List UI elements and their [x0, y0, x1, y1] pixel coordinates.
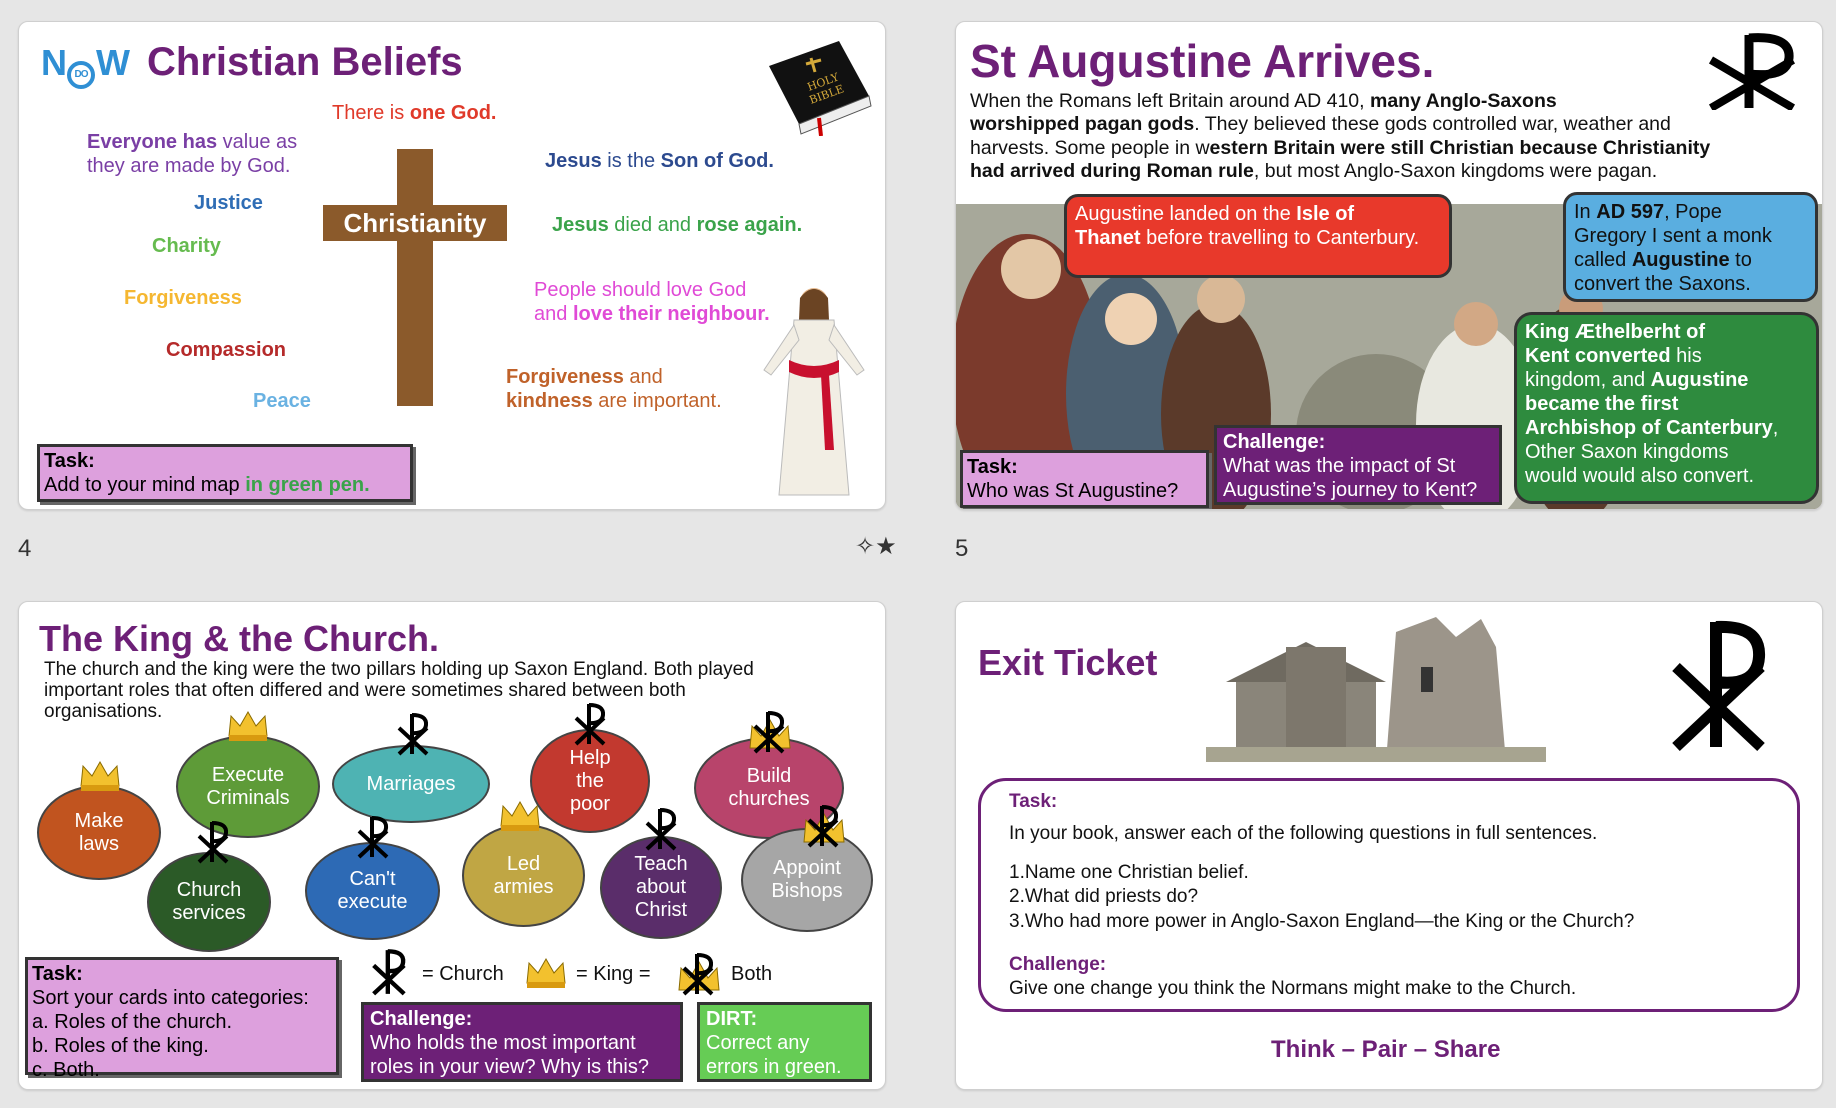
castle-image [1206, 607, 1546, 762]
slide-title: Exit Ticket [978, 642, 1158, 683]
intro-paragraph: The church and the king were the two pil… [44, 659, 754, 722]
task-intro: In your book, answer each of the followi… [1009, 823, 1598, 844]
one-god-text: There is one God. [332, 102, 497, 124]
question-3: 3.Who had more power in Anglo-Saxon Engl… [1009, 911, 1635, 932]
task-panel: Task: In your book, answer each of the f… [978, 778, 1800, 1012]
slide-thumbnail-5[interactable]: St Augustine Arrives. When the Romans le… [955, 21, 1823, 510]
slide-title: The King & the Church. [39, 618, 439, 659]
legend-king-label: = King = [576, 963, 651, 985]
value-peace: Peace [253, 390, 311, 412]
card-led-armies[interactable]: Led armies [462, 824, 585, 927]
crown-icon [227, 710, 269, 747]
card-execute-criminals[interactable]: Execute Criminals [176, 735, 320, 838]
chi-rho-icon [357, 815, 391, 864]
value-compassion: Compassion [166, 339, 287, 361]
crown-icon [499, 800, 541, 837]
question-2: 2.What did priests do? [1009, 886, 1199, 907]
jesus-figure-icon [759, 280, 869, 505]
chi-rho-icon [1701, 30, 1811, 112]
legend-both-label: Both [731, 963, 773, 985]
star-icon[interactable]: ✧★ [855, 533, 897, 560]
slide-number-4: 4 [18, 535, 32, 562]
card-church-services[interactable]: Church services [147, 852, 271, 952]
card-marriages[interactable]: Marriages [332, 745, 490, 823]
died-rose-text: Jesus died and rose again. [552, 214, 803, 236]
cross-icon [397, 149, 433, 406]
think-pair-share: Think – Pair – Share [1271, 1036, 1501, 1063]
crown-icon [79, 760, 121, 797]
challenge-label: Challenge: [1009, 954, 1107, 975]
slide-title: St Augustine Arrives. [970, 35, 1435, 87]
both-icon [801, 804, 847, 853]
intro-paragraph: When the Romans left Britain around AD 4… [970, 90, 1711, 183]
do-circle-icon: DO [67, 61, 95, 89]
son-of-god-text: Jesus is the Son of God. [545, 150, 774, 172]
challenge-text: Give one change you think the Normans mi… [1009, 978, 1577, 999]
value-justice: Justice [194, 192, 263, 214]
value-charity: Charity [152, 235, 221, 257]
bible-icon: HOLY BIBLE [759, 36, 874, 137]
task-box: Task: Sort your cards into categories: a… [25, 957, 339, 1081]
both-icon [747, 710, 793, 759]
card-cant-execute[interactable]: Can't execute [305, 842, 440, 940]
task-box: Task:Add to your mind map in green pen. [37, 444, 413, 502]
chi-rho-icon [574, 702, 608, 751]
task-box: Task:Who was St Augustine? [960, 450, 1209, 508]
slide-title: Christian Beliefs [147, 40, 463, 84]
slide-thumbnail-7[interactable]: Exit Ticket Task: In your book, answer e… [955, 601, 1823, 1090]
chi-rho-icon [397, 712, 431, 761]
card-help-the-poor[interactable]: Help the poor [530, 729, 650, 833]
chi-rho-icon [1666, 617, 1776, 752]
legend-chi-rho-icon [371, 948, 409, 1001]
question-1: 1.Name one Christian belief. [1009, 862, 1249, 883]
task-label: Task: [1009, 791, 1058, 812]
legend-crown-icon [525, 956, 567, 995]
slide-number-5: 5 [955, 535, 969, 562]
card-make-laws[interactable]: Make laws [37, 785, 161, 880]
legend-both-icon [676, 952, 722, 1001]
slide-thumbnail-6[interactable]: The King & the Church. The church and th… [18, 601, 886, 1090]
speech-bubble-aethelberht: King Æthelberht of Kent converted his ki… [1514, 312, 1819, 504]
chi-rho-icon [645, 807, 679, 856]
chi-rho-icon [197, 820, 231, 869]
christianity-label: Christianity [323, 205, 507, 241]
legend-church-label: = Church [422, 963, 504, 985]
value-forgiveness: Forgiveness [124, 287, 242, 309]
